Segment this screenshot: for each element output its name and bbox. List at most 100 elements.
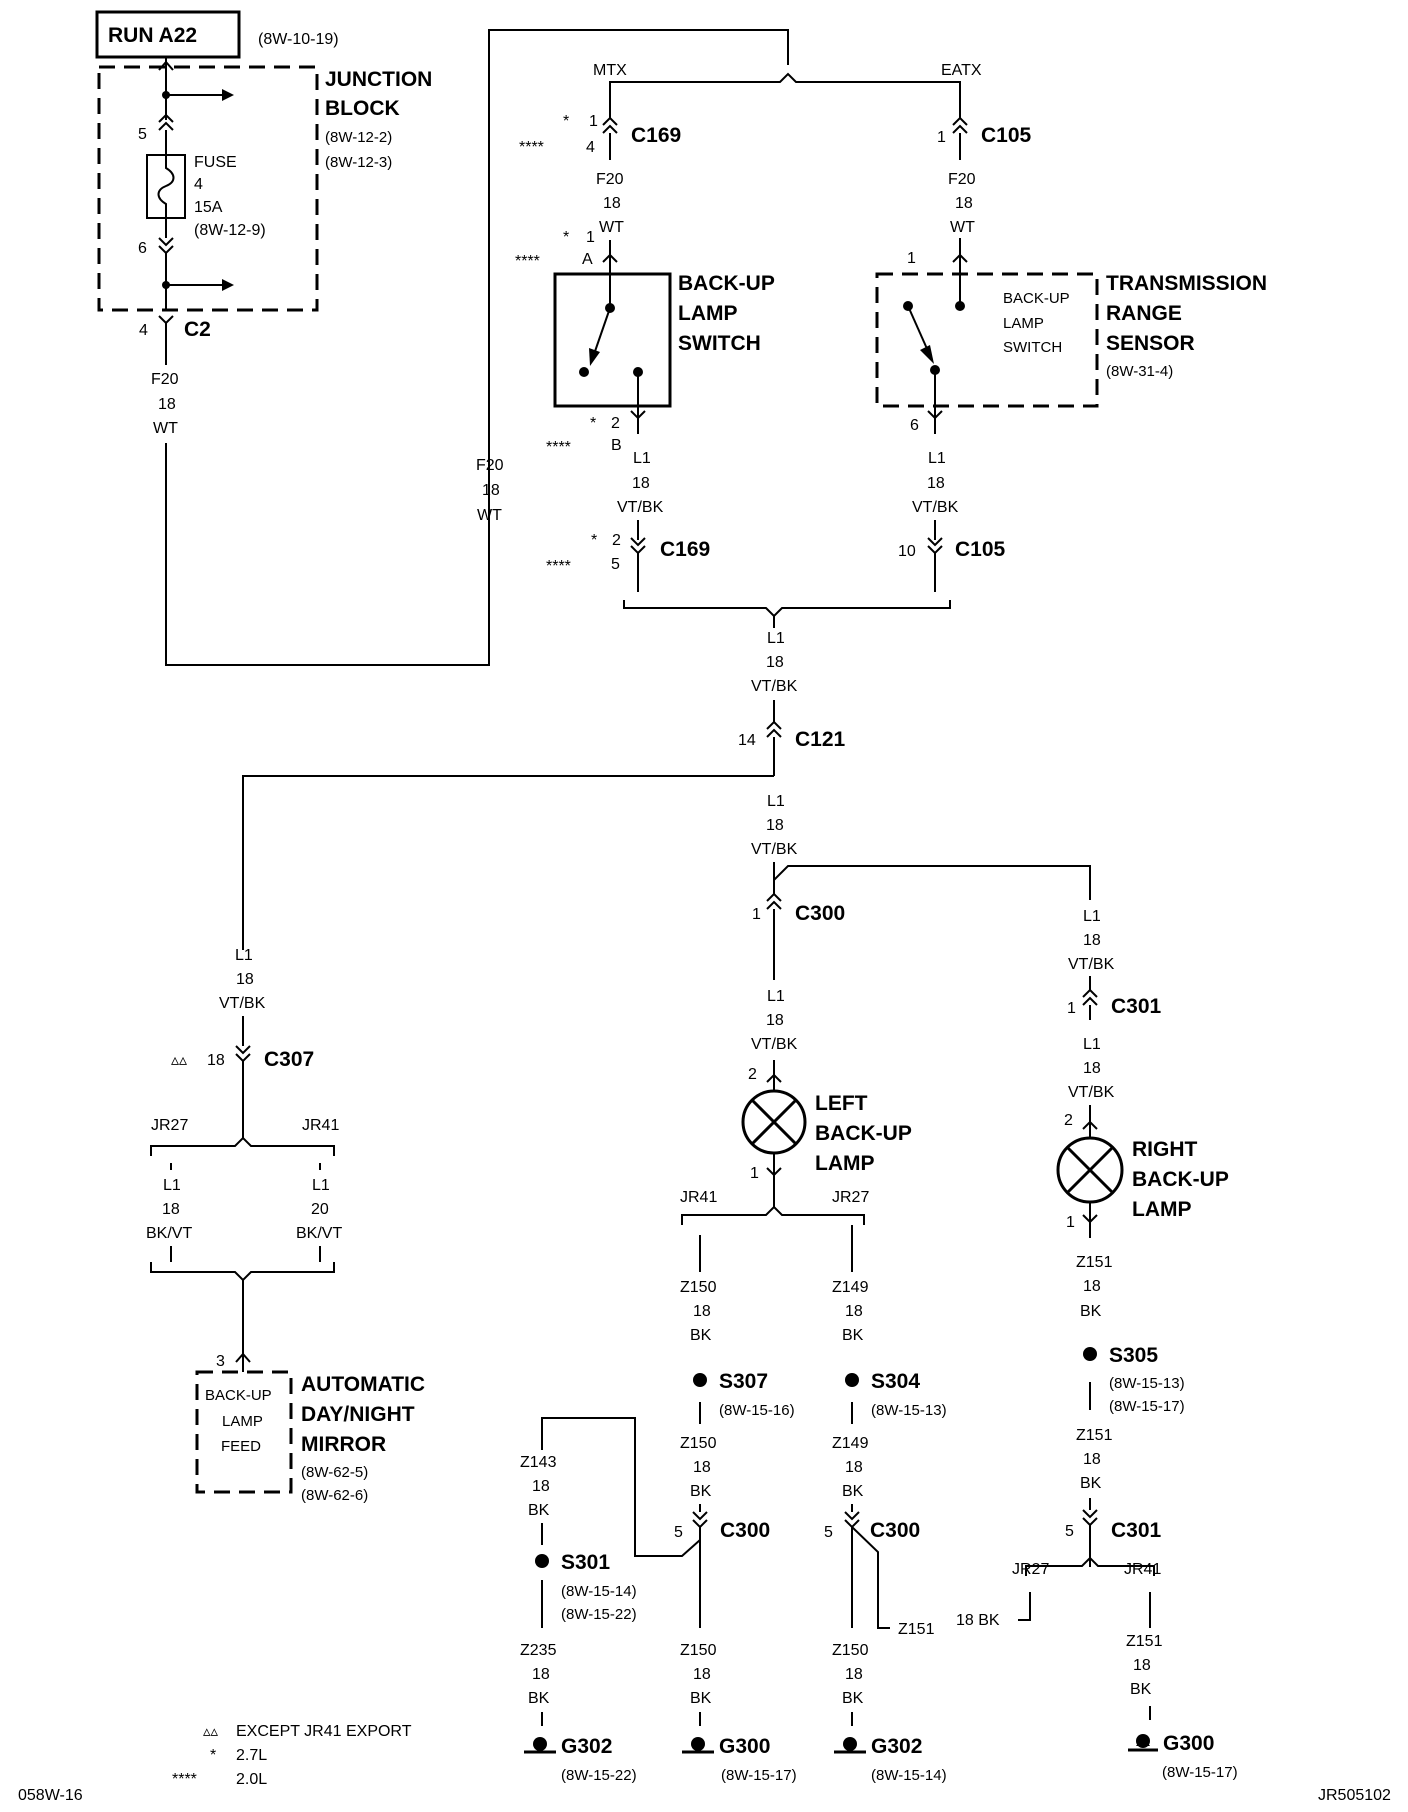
switch-title-2: LAMP	[678, 302, 738, 325]
wire-l1-c121-color: VT/BK	[751, 841, 798, 858]
wire-l1-right-gauge: 18	[1083, 932, 1101, 949]
wire-z150-a-color: BK	[690, 1327, 712, 1344]
s307-name: S307	[719, 1370, 768, 1393]
legend-star-symbol: *	[210, 1747, 216, 1764]
wire-l1-eatx-gauge: 18	[927, 475, 945, 492]
footer-left-code: 058W-16	[18, 1787, 83, 1804]
wire-z150-a-gauge: 18	[693, 1303, 711, 1320]
wire-l1-main-color: VT/BK	[751, 678, 798, 695]
mirror-title-2: DAY/NIGHT	[301, 1403, 415, 1426]
mtx-eatx-branch	[609, 72, 961, 90]
branch-right-jr41: JR41	[1124, 1561, 1161, 1578]
c300-top-name: C300	[795, 902, 845, 925]
right-lamp-title-2: BACK-UP	[1132, 1168, 1229, 1191]
c2-pin: 4	[139, 322, 148, 339]
c105-top-connector	[952, 90, 968, 160]
wire-l1-left-gauge: 18	[766, 1012, 784, 1029]
c105-bot-name: C105	[955, 538, 1006, 561]
wire-l1-mirror-gauge: 18	[236, 971, 254, 988]
legend-tri-text: EXCEPT JR41 EXPORT	[236, 1723, 412, 1740]
wire-l1-eatx-circuit: L1	[928, 450, 946, 467]
footer-right-code: JR505102	[1318, 1787, 1391, 1804]
c307-tri-mark: ▵▵	[171, 1052, 187, 1069]
title-box	[95, 10, 241, 59]
g302-right-ref: (8W-15-14)	[871, 1767, 947, 1784]
wire-z151-right-circuit: Z151	[1076, 1254, 1113, 1271]
left-lamp-title-3: LAMP	[815, 1152, 875, 1175]
c105-top-name: C105	[981, 124, 1032, 147]
s301-ref-2: (8W-15-22)	[561, 1606, 637, 1623]
wire-f20-mid-color: WT	[477, 507, 502, 524]
switch-pin-20-bot: B	[611, 437, 622, 454]
mirror-lower-branch	[150, 1262, 335, 1282]
right-lamp-pin-bot: 1	[1066, 1214, 1075, 1231]
wire-l1-right-circuit: L1	[1083, 908, 1101, 925]
c301-bot-name: C301	[1111, 1519, 1162, 1542]
wire-l1-left-circuit: L1	[767, 988, 785, 1005]
wire-z150-d-circuit: Z150	[832, 1642, 869, 1659]
trs-inner-1: BACK-UP	[1003, 290, 1070, 307]
wire-z150-b-color: BK	[690, 1483, 712, 1500]
c169-bot-pin-20: 5	[611, 556, 620, 573]
c300-left-pin: 5	[674, 1524, 683, 1541]
mirror-upper-branch	[150, 1136, 335, 1156]
s304-ref: (8W-15-13)	[871, 1402, 947, 1419]
wire-z235-gauge: 18	[532, 1666, 550, 1683]
branch-mirror-jr27: JR27	[151, 1117, 188, 1134]
c301-top-name: C301	[1111, 995, 1162, 1018]
junction-block-internals	[146, 58, 234, 365]
c169-top-pin-20: 4	[586, 139, 595, 156]
wire-z149-a-color: BK	[842, 1327, 864, 1344]
c121-name: C121	[795, 728, 846, 751]
left-lamp-pin-bot: 1	[750, 1165, 759, 1182]
wire-z151-g300-gauge: 18	[1133, 1657, 1151, 1674]
s301-name: S301	[561, 1551, 610, 1574]
g300-right-name: G300	[1163, 1732, 1214, 1755]
wire-z235-color: BK	[528, 1690, 550, 1707]
left-lamp-title-2: BACK-UP	[815, 1122, 912, 1145]
c300-right-name: C300	[870, 1519, 920, 1542]
trs-inner-3: SWITCH	[1003, 339, 1062, 356]
wire-f20-left-circuit: F20	[151, 371, 179, 388]
c300-right-bottom-connector	[844, 1504, 890, 1629]
mirror-title-3: MIRROR	[301, 1433, 386, 1456]
wire-z151-right-gauge: 18	[1083, 1278, 1101, 1295]
wire-jr41-gauge: 20	[311, 1201, 329, 1218]
c169-top-pin-27: 1	[589, 113, 598, 130]
c169-top-name: C169	[631, 124, 681, 147]
wire-l1-eatx-color: VT/BK	[912, 499, 959, 516]
wire-z150-c-color: BK	[690, 1690, 712, 1707]
branch-mirror-jr41: JR41	[302, 1117, 339, 1134]
switch-pin-20-top: A	[582, 251, 593, 268]
c307-connector	[235, 1016, 251, 1120]
wire-z151-c301-gauge: 18	[1083, 1451, 1101, 1468]
s305-ref-2: (8W-15-17)	[1109, 1398, 1185, 1415]
wire-jr41-circuit: L1	[312, 1177, 330, 1194]
c300-top-pin: 1	[752, 906, 761, 923]
s301-splice	[535, 1523, 549, 1628]
g302-right-name: G302	[871, 1735, 922, 1758]
branch-left-jr41: JR41	[680, 1189, 717, 1206]
wire-l1-left-color: VT/BK	[751, 1036, 798, 1053]
fuse-amps: 15A	[194, 199, 223, 216]
junction-block-title-2: BLOCK	[325, 97, 400, 120]
c121-connector	[242, 700, 782, 950]
stars-mark-3: ****	[546, 439, 571, 456]
legend-star-text: 2.7L	[236, 1747, 267, 1764]
wire-z149-a-gauge: 18	[845, 1303, 863, 1320]
wire-f20-mid-circuit: F20	[476, 457, 504, 474]
g302-left-ref: (8W-15-22)	[561, 1767, 637, 1784]
star-mark-2: *	[563, 229, 569, 246]
wire-l1-main-circuit: L1	[767, 630, 785, 647]
g302-left-ground	[524, 1712, 556, 1754]
c105-bot-pin: 10	[898, 543, 916, 560]
stars-mark-2: ****	[515, 253, 540, 270]
c307-pin: 18	[207, 1052, 225, 1069]
wire-f20-eatx-color: WT	[950, 219, 975, 236]
wire-z149-a-circuit: Z149	[832, 1279, 869, 1296]
auto-day-night-mirror	[195, 1352, 293, 1494]
c121-pin: 14	[738, 732, 756, 749]
wire-f20-feed	[165, 29, 789, 666]
wire-z150-c-gauge: 18	[693, 1666, 711, 1683]
